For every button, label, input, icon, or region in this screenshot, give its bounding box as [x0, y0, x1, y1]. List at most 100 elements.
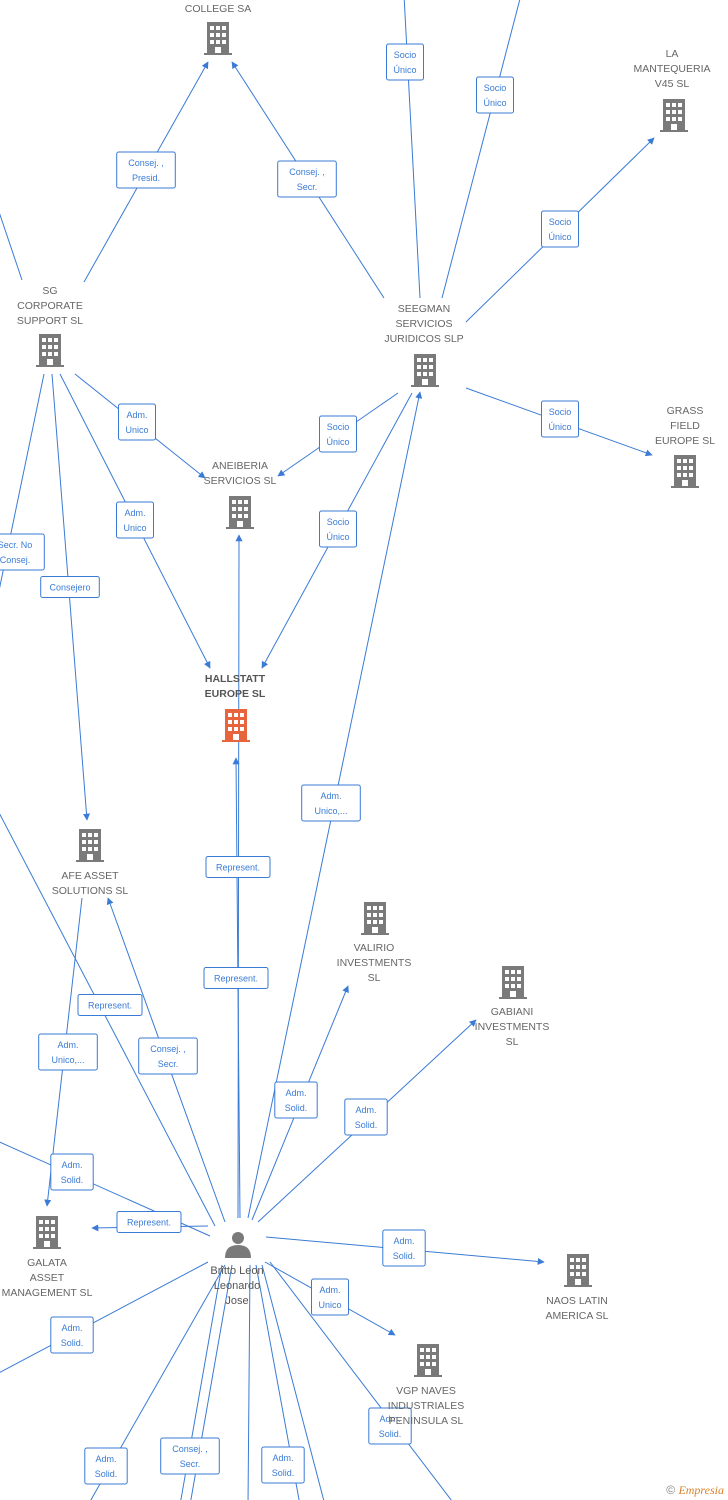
edge-label-text: Solid. [95, 1469, 118, 1479]
edge-label-britto-to-valirio[interactable]: Adm. Solid. [274, 1081, 318, 1119]
edge-label-text: Adm. [285, 1088, 306, 1098]
edge-label-britto-to-left-far[interactable]: Represent. [77, 994, 143, 1016]
edge-label-text: Solid. [285, 1103, 308, 1113]
building-icon [499, 966, 527, 999]
edge-label-text: Secr. No [0, 540, 32, 550]
node-label: AMERICA SL [545, 1310, 608, 1322]
edge-label-sg-to-aneiberia[interactable]: Adm.Unico [118, 403, 156, 441]
edge-label-seegman-to-college[interactable]: Consej. ,Secr. [277, 160, 337, 198]
edge-label-britto-to-bottom-2[interactable]: Consej. ,Secr. [160, 1437, 220, 1475]
edge-label-afe-to-galata[interactable]: Adm.Unico,... [38, 1033, 98, 1071]
edge-label-britto-to-seegman[interactable]: Adm.Unico,... [301, 784, 361, 822]
edge-sg-to-left-off [0, 373, 45, 589]
node-college[interactable]: COLLEGE SA [185, 3, 252, 55]
edge-label-sg-to-hallstatt[interactable]: Adm.Unico [116, 501, 154, 539]
node-label: GALATA [27, 1257, 67, 1269]
edge-label-box [386, 43, 424, 81]
node-label: Jose [225, 1295, 248, 1307]
edge-label-text: Solid. [355, 1120, 378, 1130]
edge-label-britto-to-galata[interactable]: Represent. [116, 1211, 182, 1233]
edge-label-britto-to-hallstatt[interactable]: Represent. [205, 856, 271, 878]
edge-label-box [541, 210, 579, 248]
edge-label-box [311, 1278, 349, 1316]
edge-label-text: Único [483, 98, 506, 108]
edge-label-text: Socio [549, 217, 572, 227]
edge-label-box [118, 403, 156, 441]
edge-label-text: Secr. [297, 182, 318, 192]
edge-label-box [203, 967, 269, 989]
edge-label-text: Represent. [216, 863, 260, 873]
edge-label-text: Solid. [61, 1175, 84, 1185]
node-label: SL [506, 1036, 519, 1048]
edge-label-britto-to-bottom-1[interactable]: Adm.Solid. [84, 1447, 128, 1485]
node-label: INVESTMENTS [337, 957, 412, 969]
edge-label-box [38, 1033, 98, 1071]
edge-label-britto-to-left-low[interactable]: Adm.Solid. [50, 1316, 94, 1354]
node-label: JURIDICOS SLP [384, 333, 463, 345]
edge-label-britto-to-bottom-right[interactable]: Adm.Solid. [368, 1407, 412, 1445]
building-icon [33, 1216, 61, 1249]
edge-label-text: Socio [327, 422, 350, 432]
edge-label-text: Secr. [158, 1059, 179, 1069]
edge-label-text: Adm. [320, 791, 341, 801]
edge-label-sg-to-left-off[interactable]: Secr. No Consej. [0, 533, 45, 571]
node-label: SOLUTIONS SL [52, 885, 129, 897]
edge-label-text: Unico,... [51, 1055, 84, 1065]
node-label: EUROPE SL [205, 688, 266, 700]
connector-line-0 [0, 213, 23, 281]
edge-label-britto-to-vgp[interactable]: Adm. Unico [311, 1278, 349, 1316]
edge-label-sg-to-college[interactable]: Consej. ,Presid. [116, 151, 176, 189]
edge-label-britto-to-naos[interactable]: Adm.Solid. [382, 1229, 426, 1267]
edge-label-text: Represent. [127, 1218, 171, 1228]
brand-logo: Empresia [678, 1483, 724, 1497]
node-label: COLLEGE SA [185, 3, 252, 15]
edge-label-text: Adm. [319, 1285, 340, 1295]
node-label: LA [666, 48, 679, 60]
edge-label-britto-to-aneiberia[interactable]: Represent. [203, 967, 269, 989]
node-label: PENINSULA SL [389, 1415, 464, 1427]
edge-label-box [77, 994, 143, 1016]
edge-label-britto-to-left-mid[interactable]: Adm.Solid. [50, 1153, 94, 1191]
edge-label-text: Socio [327, 517, 350, 527]
edge-label-box [301, 784, 361, 822]
edge-label-text: Adm. [379, 1414, 400, 1424]
edge-label-text: Adm. [126, 410, 147, 420]
edge-label-text: Consej. [0, 555, 30, 565]
node-label: SUPPORT SL [17, 315, 83, 327]
edge-label-text: Adm. [272, 1453, 293, 1463]
building-icon [671, 455, 699, 488]
node-label: INDUSTRIALES [388, 1400, 464, 1412]
connector-line-2 [261, 1264, 325, 1500]
edge-label-text: Adm. [124, 508, 145, 518]
edge-label-britto-to-afe[interactable]: Consej. ,Secr. [138, 1037, 198, 1075]
building-icon [204, 22, 232, 55]
node-label: SG [42, 285, 57, 297]
edge-label-text: Unico [318, 1300, 341, 1310]
edge-label-text: Presid. [132, 173, 160, 183]
edge-label-box [0, 533, 45, 571]
edge-label-britto-to-bottom-3[interactable]: Adm.Solid. [261, 1446, 305, 1484]
edge-label-britto-to-gabiani[interactable]: Adm.Solid. [344, 1098, 388, 1136]
edge-label-box [138, 1037, 198, 1075]
node-label: SERVICIOS SL [204, 475, 277, 487]
edge-label-sg-to-afe[interactable]: Consejero [40, 576, 100, 598]
